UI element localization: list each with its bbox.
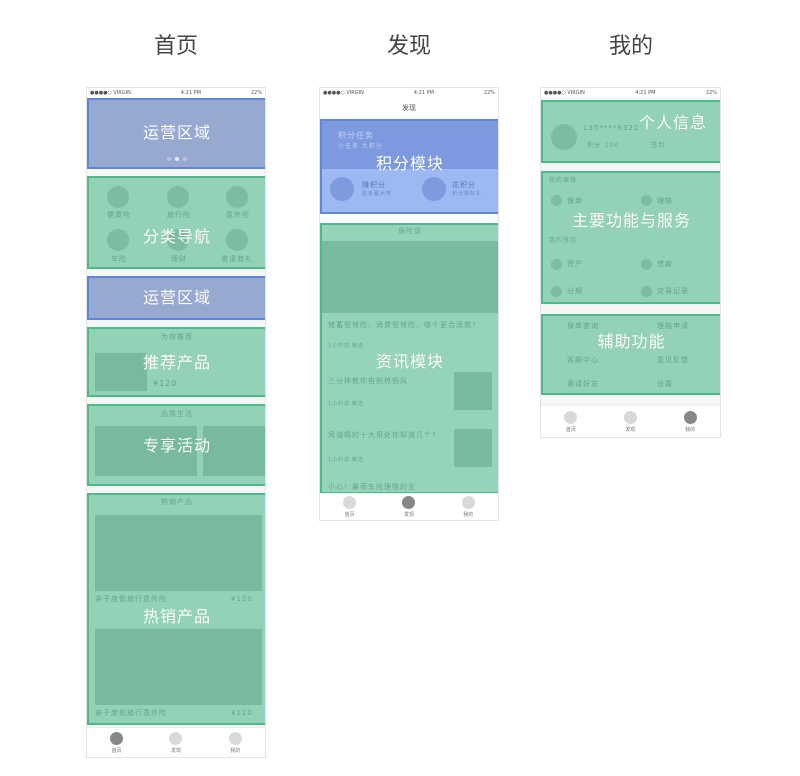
aux-functions-region[interactable]: 保单查询 理赔申请 客服中心 意见反馈 邀请好友 设置 辅助功能 [541,314,720,395]
nav-item[interactable]: 健康险 [107,211,131,219]
aux-item[interactable]: 邀请好友 [567,380,599,388]
section-header: 保险说 [398,227,422,235]
status-bar: ●●●●○ VIRGIN 4:21 PM 22% [87,88,265,98]
region-label: 分类导航 [142,227,211,246]
aux-item[interactable]: 设置 [657,380,673,388]
section-header: 我的保障 [549,177,578,184]
page-title: 发现 [402,104,416,112]
earn-points-sub: 任务赢大奖 [362,191,393,197]
article-time: 1小时前 [328,457,351,463]
tab-home[interactable]: 首页 [564,410,578,433]
tab-home[interactable]: 首页 [110,731,124,754]
article-tag: 精选 [352,343,365,349]
nav-item[interactable]: 理财 [171,255,187,263]
installment-item[interactable]: 分期 [567,287,583,295]
hot-products-region[interactable]: 热销产品 亲子度假旅行意外险 ¥120 亲子度假旅行意外险 ¥120 热销产品 [87,493,265,725]
loan-item[interactable]: 借款 [657,260,673,268]
region-label: 主要功能与服务 [571,211,691,230]
region-label: 推荐产品 [142,353,211,372]
column-title-home: 首页 [153,34,198,59]
article-title[interactable]: 储蓄型保险、消费型保险，哪个更合适我? [328,321,477,329]
profile-region[interactable]: 135****8322 积分 100 签到 个人信息 [541,100,720,163]
region-label: 运营区域 [142,288,211,307]
nav-item[interactable]: 旅行险 [167,211,191,219]
price: ¥120 [231,595,253,603]
tab-bar: 首页 发现 我的 [541,405,720,437]
section-header: 品质生活 [161,410,193,418]
column-title-mine: 我的 [608,34,653,59]
carousel-dots[interactable] [167,157,187,161]
points-title: 积分任务 [338,131,374,140]
news-region[interactable]: 保险说 储蓄型保险、消费型保险，哪个更合适我? 1小时前 精选 三分钟教你告别热… [320,223,498,494]
tab-mine[interactable]: 我的 [228,731,242,754]
tab-mine[interactable]: 我的 [683,410,697,433]
carrier: ●●●●○ VIRGIN [90,90,131,96]
nav-item[interactable]: 意外险 [226,211,250,219]
nav-item[interactable]: 车险 [111,255,127,263]
section-header: 我的钱包 [549,237,578,244]
aux-item[interactable]: 保单查询 [567,322,599,330]
region-label: 运营区域 [142,123,211,142]
user-phone: 135****8322 [583,124,640,132]
tab-mine[interactable]: 我的 [461,496,475,518]
sign-in[interactable]: 签到 [651,142,666,149]
records-item[interactable]: 交易记录 [657,287,689,295]
activity-region[interactable]: 品质生活 专享活动 [87,404,265,486]
aux-item[interactable]: 客服中心 [567,356,599,364]
article-title[interactable]: 三分钟教你告别热伤风 [328,377,408,385]
region-label: 专享活动 [142,436,211,455]
column-title-discover: 发现 [386,34,431,59]
section-header: 热销产品 [161,498,193,506]
tab-home[interactable]: 首页 [343,496,357,518]
product-name: 亲子度假旅行意外险 [95,595,167,603]
nav-item[interactable]: 邀请有礼 [221,255,253,263]
tab-discover[interactable]: 发现 [623,410,637,433]
main-services-region[interactable]: 我的保障 保单 理赔 我的钱包 资产 借款 分期 交易记录 主要功能与服务 [541,171,720,304]
section-header: 为你推荐 [161,333,193,341]
article-tag: 精选 [352,401,365,407]
tab-discover[interactable]: 发现 [402,496,416,518]
spend-points-sub: 积分换好礼 [452,191,483,197]
earn-points[interactable]: 赚积分 [362,181,386,189]
time: 4:21 PM [180,90,201,96]
points-region[interactable]: 积分任务 小任务 大积分 赚积分 任务赢大奖 花积分 积分换好礼 积分模块 [320,119,498,214]
tab-discover[interactable]: 发现 [169,731,183,754]
product-name: 亲子度假旅行意外险 [95,709,167,717]
battery: 22% [250,90,262,96]
article-time: 1小时前 [328,343,351,349]
spend-points[interactable]: 花积分 [452,181,476,189]
article-title[interactable]: 小心！暴雨车险理赔的五 [328,483,416,491]
region-label: 辅助功能 [597,332,666,351]
region-label: 积分模块 [375,154,444,173]
banner-region-2[interactable]: 运营区域 [87,276,265,320]
phone-home: ●●●●○ VIRGIN 4:21 PM 22% 运营区域 健康险 旅行险 意外险 … [86,87,266,758]
points-label: 积分 [587,142,602,149]
aux-item[interactable]: 理赔申请 [657,322,689,330]
category-nav-region: 健康险 旅行险 意外险 车险 理财 邀请有礼 分类导航 [87,176,265,269]
region-label: 热销产品 [142,607,211,626]
aux-item[interactable]: 意见反馈 [657,356,689,364]
article-tag: 精选 [352,457,365,463]
recommend-region[interactable]: 为你推荐 ¥120 推荐产品 [87,327,265,397]
tab-bar: 首页 发现 我的 [87,727,265,757]
tab-bar: 首页 发现 我的 [320,493,498,520]
article-time: 1小时前 [328,401,351,407]
banner-region[interactable]: 运营区域 [87,98,265,169]
price: ¥120 [231,709,253,717]
article-title[interactable]: 风油精的十大用处你知道几个? [328,431,437,439]
region-label: 资讯模块 [375,352,444,371]
assets-item[interactable]: 资产 [567,260,583,268]
points-value: 100 [605,142,620,149]
points-sub: 小任务 大积分 [338,143,383,150]
claims-item[interactable]: 理赔 [657,197,673,205]
policy-item[interactable]: 保单 [567,197,583,205]
price: ¥120 [153,379,178,388]
region-label: 个人信息 [639,113,708,132]
